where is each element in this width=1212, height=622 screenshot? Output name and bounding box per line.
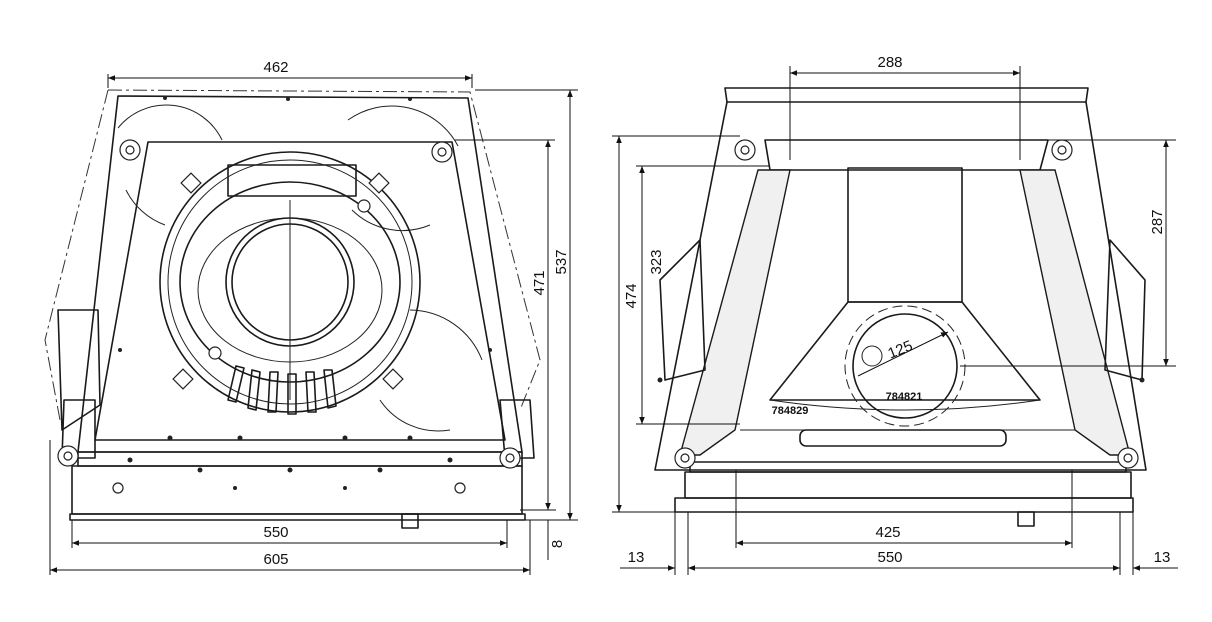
side-dim-base: 550 [877, 549, 902, 566]
front-dim-height-outer: 537 [553, 249, 570, 274]
side-part-number-left: 784829 [772, 405, 809, 417]
front-fasteners [112, 96, 492, 494]
front-dim-top-width: 462 [263, 59, 288, 76]
front-view [44, 89, 541, 529]
front-dim-height-inner: 471 [531, 270, 548, 295]
front-dim-base-inner: 550 [263, 524, 288, 541]
front-body [94, 141, 506, 441]
side-dim-height-right: 287 [1149, 209, 1166, 234]
side-dim-bottom-inner: 425 [875, 524, 900, 541]
front-dim-base-outer: 605 [263, 551, 288, 568]
side-left-panel [679, 169, 791, 456]
side-dim-margin-right: 13 [1154, 549, 1171, 566]
front-clamps [172, 172, 404, 390]
side-dim-height-left-outer: 474 [623, 283, 640, 308]
front-ring-outer [159, 151, 421, 413]
front-swing-arc-tr [347, 105, 459, 147]
front-swing-arc-br [409, 309, 483, 361]
side-outer-frame [654, 101, 1147, 471]
front-base-plate [69, 513, 526, 521]
side-base-box [684, 471, 1132, 499]
side-outlet-dashed [844, 305, 966, 427]
front-frame [77, 95, 523, 453]
front-fins [227, 365, 337, 415]
front-left-panel [57, 309, 101, 431]
side-dim-height-left-inner: 323 [648, 249, 665, 274]
side-outlet [852, 313, 958, 419]
front-collar [227, 164, 357, 197]
front-foot [401, 513, 419, 529]
front-dim-offset: 8 [549, 540, 566, 548]
side-view: 125 784821 784829 [654, 87, 1147, 527]
side-right-panel [1019, 169, 1131, 456]
front-base-box [71, 465, 523, 515]
side-top-rim [724, 87, 1089, 103]
side-back-plate [847, 167, 963, 303]
front-right-panel [499, 399, 535, 459]
side-dim-margin-left: 13 [628, 549, 645, 566]
side-part-number-center: 784821 [886, 391, 923, 403]
side-base-plate [674, 497, 1134, 513]
side-dim-top-width: 288 [877, 54, 902, 71]
side-dimensions: 288 287 323 474 425 550 13 13 [612, 54, 1178, 575]
side-slot [799, 429, 1007, 447]
side-dim-outlet-diameter: 125 [886, 337, 916, 362]
side-hood [764, 139, 1049, 171]
side-foot [1017, 511, 1035, 527]
front-dimensions: 462 537 471 8 550 605 [49, 59, 578, 575]
front-base-rail [77, 451, 523, 467]
front-swing-arc-tl [117, 104, 223, 141]
